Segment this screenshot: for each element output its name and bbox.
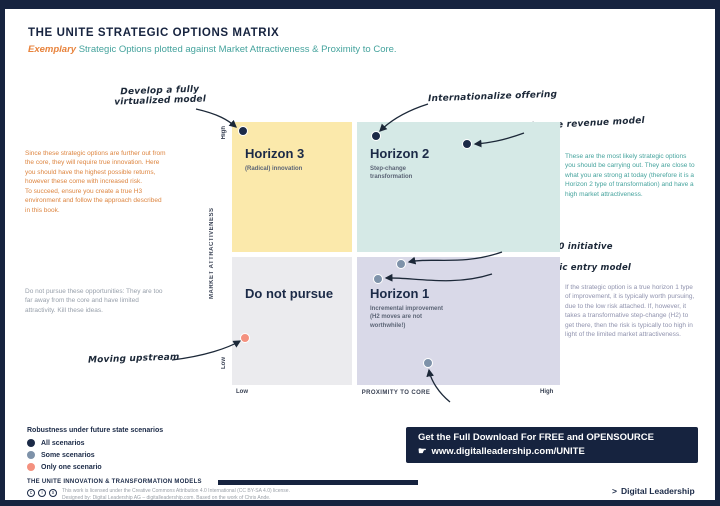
legend-title: Robustness under future state scenarios [27,427,164,434]
brand-name: Digital Leadership [620,486,695,496]
download-banner-url-row: ☛ www.digitalleadership.com/UNITE [418,446,698,457]
legend: Robustness under future state scenarios … [27,427,163,475]
only-one-scenario-dot-icon [27,463,35,471]
quadrant-do-not-pursue-title: Do not pursue [245,286,334,301]
quadrant-horizon3-subtitle: (Radical) innovation [245,166,303,172]
all-scenarios-dot-icon [27,439,35,447]
note-horizon2: These are the most likely strategic opti… [565,153,695,198]
note-horizon3: Since these strategic options are furthe… [25,150,166,214]
y-axis-label: MARKET ATTRACTIVENESS [209,207,215,300]
quadrant-do-not-pursue: Do not pursue [232,257,352,385]
x-axis-low-tick: Low [236,389,248,395]
quadrant-horizon3-title: Horizon 3 [245,146,305,161]
note-horizon1: If the strategic option is a true horizo… [565,284,695,339]
arrow-moving-upstream [171,340,242,361]
legend-item-some-scenarios: Some scenarios [27,451,163,459]
quadrant-horizon1-title: Horizon 1 [370,286,430,301]
cc-sharealike-icon: s [49,489,57,497]
annotation-moving-upstream: Moving upstream [87,352,180,366]
border-top [0,0,720,9]
border-bottom [0,500,720,506]
quadrant-horizon1: Horizon 1 Incremental improvement (H2 mo… [357,257,560,385]
note-do-not-pursue: Do not pursue these opportunities: They … [25,288,163,314]
footer-series-label: THE UNITE INNOVATION & TRANSFORMATION MO… [27,479,202,485]
y-axis-high-tick: High [221,126,227,140]
legend-item-label: All scenarios [41,439,85,447]
x-axis-high-tick: High [540,389,554,395]
legend-item-all-scenarios: All scenarios [27,439,163,447]
page-subtitle: Exemplary Strategic Options plotted agai… [28,44,397,55]
license-line2: Designed by: Digital Leadership AG – dig… [62,494,271,501]
cc-icon: c [27,489,35,497]
annotation-develop-virtualized-model: Develop a fully virtualized model [114,84,207,108]
some-scenarios-dot-icon [27,451,35,459]
page-title: THE UNITE STRATEGIC OPTIONS MATRIX [28,27,280,39]
legend-item-label: Some scenarios [41,451,95,459]
quadrant-horizon1-subtitle: Incremental improvement (H2 moves are no… [370,306,444,329]
arrow-develop [195,108,237,128]
download-url-link[interactable]: www.digitalleadership.com/UNITE [431,446,585,457]
legend-item-only-one-scenario: Only one scenario [27,463,163,471]
pointer-hand-icon: ☛ [418,446,427,457]
subtitle-text: Strategic Options plotted against Market… [76,44,397,55]
quadrant-horizon3: Horizon 3 (Radical) innovation [232,122,352,252]
license-line1: This work is licensed under the Creative… [62,488,290,494]
brand-chevron-icon: > [612,486,617,496]
quadrant-horizon2-subtitle: Step-change transformation [370,166,413,181]
download-banner[interactable]: Get the Full Download For FREE and OPENS… [406,427,698,463]
annotation-internationalize-offering: Internationalize offering [427,89,558,105]
download-banner-headline: Get the Full Download For FREE and OPENS… [418,432,654,443]
brand-logo: > Digital Leadership [612,486,695,496]
cc-attribution-icon: i [38,489,46,497]
quadrant-horizon2: Horizon 2 Step-change transformation [357,122,560,252]
subtitle-emphasis: Exemplary [28,44,77,55]
legend-item-label: Only one scenario [41,463,102,471]
footer-series-bar [218,480,418,485]
license-text: This work is licensed under the Creative… [62,488,392,501]
border-left [0,0,5,506]
quadrant-horizon2-title: Horizon 2 [370,146,430,161]
x-axis-label: PROXIMITY TO CORE [361,390,431,396]
creative-commons-icons: c i s [27,489,57,497]
border-right [715,0,720,506]
y-axis-low-tick: Low [221,357,227,369]
